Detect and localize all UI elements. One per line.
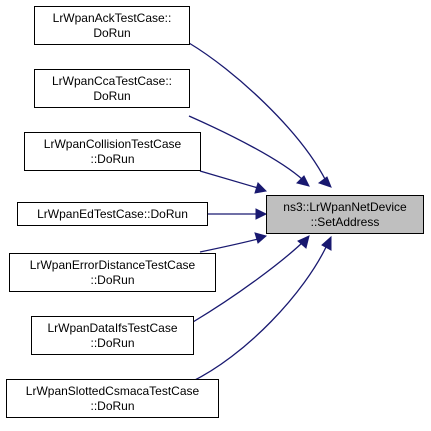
caller-label-line: DoRun xyxy=(93,89,130,103)
edge-ack-to-setaddress xyxy=(188,42,327,182)
edge-errordistance-to-setaddress xyxy=(199,238,259,253)
caller-label-line: LrWpanErrorDistanceTestCase xyxy=(30,258,196,272)
caller-node[interactable]: LrWpanAckTestCase:: DoRun xyxy=(34,6,190,45)
edge-collision-arrowhead xyxy=(254,182,268,194)
caller-node[interactable]: LrWpanEdTestCase::DoRun xyxy=(17,202,208,226)
edge-collision-to-setaddress xyxy=(199,170,259,189)
caller-label-line: LrWpanDataIfsTestCase xyxy=(47,321,177,335)
edges xyxy=(188,42,332,384)
caller-label-line: LrWpanSlottedCsmacaTestCase xyxy=(26,384,200,398)
caller-node[interactable]: LrWpanCcaTestCase:: DoRun xyxy=(34,69,190,108)
caller-label-line: LrWpanCcaTestCase:: xyxy=(52,74,172,88)
caller-label-line: DoRun xyxy=(93,26,130,40)
edge-errordistance-arrowhead xyxy=(254,232,268,244)
caller-label-line: LrWpanCollisionTestCase xyxy=(44,137,182,151)
caller-node[interactable]: LrWpanErrorDistanceTestCase ::DoRun xyxy=(9,253,216,292)
edge-slotted-arrowhead xyxy=(321,235,332,251)
caller-label-line: LrWpanAckTestCase:: xyxy=(53,11,172,25)
edge-cca-to-setaddress xyxy=(188,115,304,181)
caller-node[interactable]: LrWpanDataIfsTestCase ::DoRun xyxy=(31,316,194,355)
caller-label-line: ::DoRun xyxy=(90,399,134,413)
caller-label-line: ::DoRun xyxy=(90,336,134,350)
edge-dataifs-to-setaddress xyxy=(192,241,304,323)
edge-slotted-to-setaddress xyxy=(188,244,328,384)
target-node[interactable]: ns3::LrWpanNetDevice ::SetAddress xyxy=(266,195,424,234)
target-label-line: ns3::LrWpanNetDevice xyxy=(283,200,407,214)
caller-node[interactable]: LrWpanCollisionTestCase ::DoRun xyxy=(24,132,201,171)
caller-label-line: ::DoRun xyxy=(90,152,134,166)
caller-node[interactable]: LrWpanSlottedCsmacaTestCase ::DoRun xyxy=(6,379,219,418)
edge-cca-arrowhead xyxy=(296,175,310,187)
edge-ed-arrowhead xyxy=(255,208,268,220)
caller-label-line: LrWpanEdTestCase::DoRun xyxy=(37,207,188,221)
caller-label-line: ::DoRun xyxy=(90,273,134,287)
edge-ack-arrowhead xyxy=(317,176,332,188)
edge-dataifs-arrowhead xyxy=(297,235,310,249)
target-label-line: ::SetAddress xyxy=(311,215,380,229)
